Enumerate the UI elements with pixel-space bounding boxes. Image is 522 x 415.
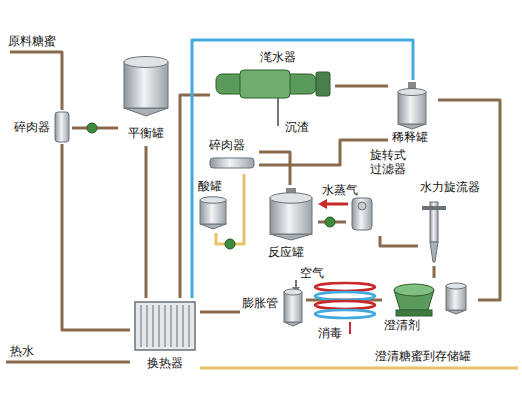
equipment-node: 澄清剂: [382, 278, 478, 334]
equipment-label: 反应罐: [268, 245, 304, 259]
pump-symbol: [87, 123, 97, 133]
pump-symbol: [325, 217, 335, 227]
equipment-node: 滗水器: [210, 46, 335, 116]
annotation-label: 沉渣: [285, 120, 309, 134]
pipe-connector: [180, 95, 210, 298]
equipment-label: 稀释罐: [392, 130, 428, 144]
equipment-node: 平衡罐: [118, 48, 174, 146]
exchanger-plate: [146, 305, 148, 347]
annotation-label: 热水: [10, 344, 34, 358]
equipment-node: 酸罐: [196, 177, 236, 233]
exchanger-plate: [188, 305, 190, 347]
equipment-label: 酸罐: [198, 179, 222, 193]
macerator-symbol: [55, 112, 69, 142]
pump-symbol: [225, 239, 235, 249]
pipe-connector: [145, 146, 148, 298]
pipe-connector: [335, 85, 388, 88]
heating-coil: [315, 310, 375, 318]
annotation-label: 澄清糖蜜到存储罐: [375, 349, 471, 363]
exchanger-plate: [158, 305, 160, 347]
agent-tank-top: [446, 283, 466, 289]
annotation-label: 原料糖蜜: [8, 34, 56, 48]
pipe-connector: [62, 144, 130, 330]
pipe-connector: [438, 100, 500, 300]
equipment-label: 膨胀管: [242, 296, 278, 310]
equipment-label: 澄清剂: [384, 318, 420, 332]
equipment-node: 稀释罐: [388, 80, 438, 146]
hydrocyclone-inlet: [422, 206, 446, 210]
exchanger-plate: [182, 305, 184, 347]
decanter-motor: [316, 72, 330, 96]
separator-top: [394, 284, 434, 296]
agent-tank: [446, 286, 466, 310]
equipment-node: 反应罐: [262, 185, 318, 263]
pipe-connector: [192, 40, 413, 298]
exchanger-plate: [176, 305, 178, 347]
pipe-connector: [200, 311, 240, 314]
separator-base: [396, 310, 432, 316]
expansion-tank-top: [284, 289, 302, 295]
equipment-label: 换热器: [147, 356, 183, 370]
acid-tank-bottom: [200, 224, 226, 229]
product-pipe: [200, 367, 518, 370]
annotation-label: 水蒸气: [322, 183, 358, 197]
air-pipe: [295, 280, 297, 288]
macerator-symbol: [210, 158, 254, 168]
hydrocyclone-cone: [430, 242, 438, 262]
reactor-tank-top: [270, 193, 312, 204]
heating-coil: [315, 292, 375, 300]
expansion-tank: [284, 292, 302, 322]
annotation-label: 空气: [300, 266, 324, 280]
exchanger-plate: [170, 305, 172, 347]
balance-tank-bottom: [124, 108, 168, 116]
heating-coil: [315, 283, 375, 291]
feed-pipe: [10, 52, 62, 110]
exchanger-plate: [164, 305, 166, 347]
pipe-connector: [259, 152, 290, 185]
exchanger-plate: [140, 305, 142, 347]
pipe-connector: [433, 266, 436, 278]
annotation-label: 消毒: [318, 326, 342, 340]
decanter-cover: [240, 70, 290, 98]
disinfect-pipe: [349, 322, 351, 334]
heat-exchanger: [135, 302, 195, 350]
acid-tank-top: [200, 197, 226, 204]
equipment-node: 膨胀管: [240, 286, 306, 332]
filter-cap: [358, 202, 366, 210]
equipment-label: 滗水器: [260, 50, 296, 64]
dilution-tank: [398, 92, 426, 124]
equipment-label: 碎肉器: [14, 120, 50, 134]
equipment-label: 碎肉器: [209, 138, 245, 152]
equipment-node: 水力旋流器: [418, 176, 484, 266]
pipe-connector: [380, 236, 418, 246]
agent-tank-bottom: [446, 310, 466, 314]
reactor-tank-bottom: [270, 234, 312, 240]
sludge-outlet: [277, 98, 279, 126]
equipment-node: 碎肉器: [203, 136, 259, 174]
equipment-node: 换热器: [130, 298, 200, 374]
steam-arrowhead: [318, 199, 327, 209]
heating-coil: [315, 301, 375, 309]
exchanger-plate: [152, 305, 154, 347]
equipment-label: 水力旋流器: [420, 180, 480, 194]
equipment-node: 碎肉器: [14, 110, 72, 144]
steam-pipe: [324, 203, 348, 206]
equipment-label: 旋转式过滤器: [370, 148, 406, 176]
dilution-tank-bottom: [398, 124, 426, 129]
expansion-tank-bottom: [284, 322, 302, 326]
balance-tank-top: [124, 57, 168, 68]
balance-tank: [124, 62, 168, 108]
hot-water-pipe: [6, 361, 130, 364]
equipment-label: 平衡罐: [128, 126, 164, 140]
rotary-filter: [352, 198, 372, 230]
dilution-tank-top: [398, 89, 426, 96]
